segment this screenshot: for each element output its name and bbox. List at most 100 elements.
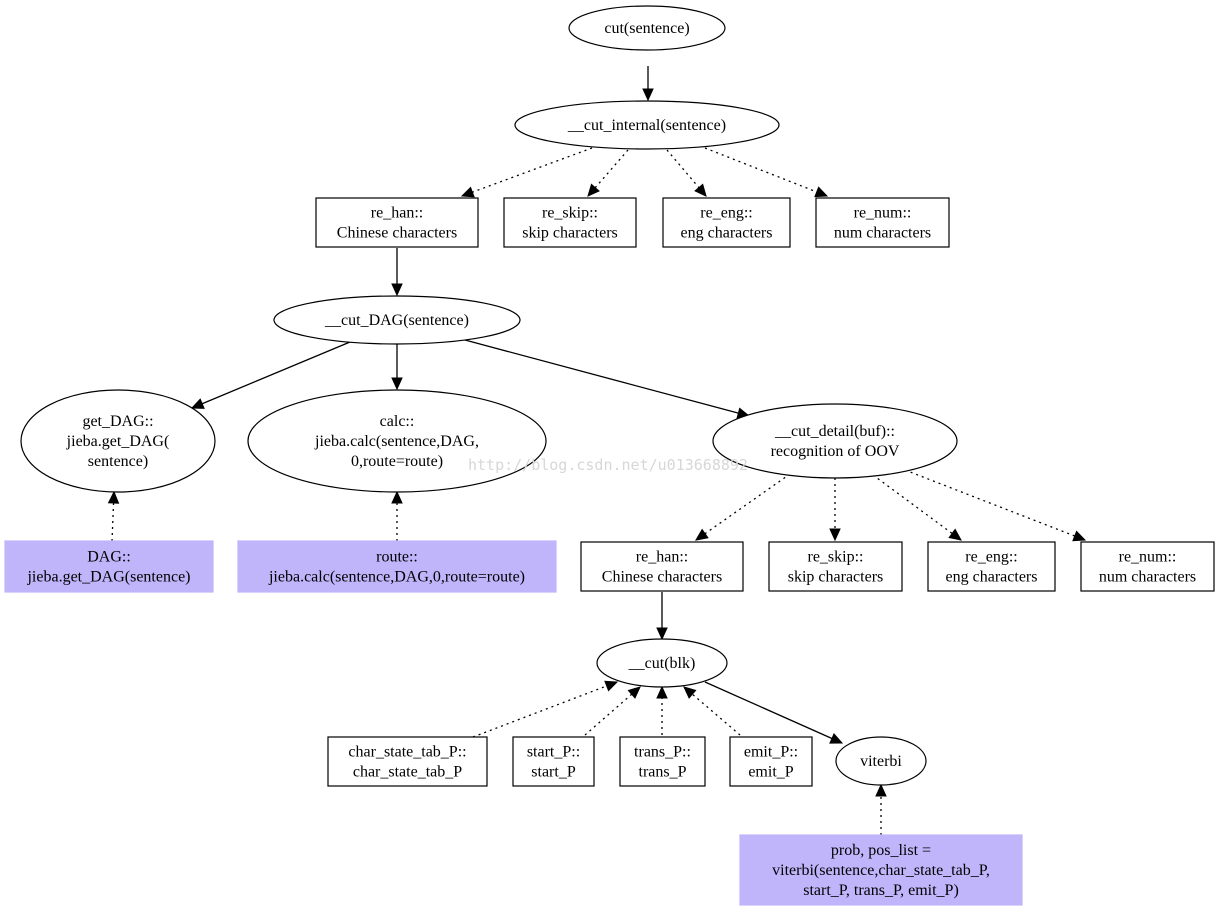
node-label-line: jieba.calc(sentence,DAG,: [314, 433, 479, 450]
node-box: [729, 736, 813, 787]
edge-line: [691, 693, 741, 736]
edge-line: [584, 693, 633, 736]
node-label-line: route::: [376, 549, 418, 566]
arrowhead: [190, 398, 205, 409]
edge-trans_p-to-cut_blk: [656, 685, 668, 735]
node-box: [619, 736, 706, 787]
node-ellipse: [20, 389, 216, 493]
node-label-line: char_state_tab_P: [353, 764, 462, 781]
node-re-eng-1: re_eng::eng characters: [662, 197, 791, 248]
arrowhead: [875, 783, 887, 797]
edge-emit_p-to-cut_blk: [683, 686, 741, 736]
node-label-line: get_DAG::: [82, 413, 153, 430]
edge-cut_detail-to-re_eng_2: [872, 474, 962, 541]
edge-line: [872, 474, 953, 534]
edge-cut_dag-to-calc: [391, 344, 403, 391]
node-label-line: __cut(blk): [628, 655, 696, 672]
node-label-line: eng characters: [681, 225, 773, 242]
node-calc: calc::jieba.calc(sentence,DAG,0,route=ro…: [247, 389, 547, 493]
node-box: [512, 736, 595, 787]
node-cut-detail: __cut_detail(buf)::recognition of OOV: [712, 403, 958, 479]
node-re-num-2: re_num::num characters: [1080, 541, 1215, 592]
node-label-line: trans_P::: [634, 744, 691, 761]
node-label-line: re_han::: [371, 205, 423, 222]
node-label-line: emit_P::: [744, 744, 798, 761]
node-ellipse: [712, 403, 958, 479]
edge-cut_internal-to-re_num_1: [704, 147, 829, 198]
node-box: [503, 197, 637, 248]
edge-line: [111, 502, 115, 542]
edge-line: [666, 149, 700, 189]
arrowhead: [604, 680, 619, 692]
node-label-line: recognition of OOV: [771, 443, 900, 460]
arrowhead: [948, 528, 962, 541]
node-route-data: route::jieba.calc(sentence,DAG,0,route=r…: [237, 540, 557, 593]
node-label-line: jieba.get_DAG(sentence): [26, 569, 190, 586]
node-ellipse: [596, 638, 728, 688]
edge-cut_dag-to-get_dag: [190, 341, 351, 409]
node-label-line: trans_P: [639, 764, 687, 781]
node-re-eng-2: re_eng::eng characters: [927, 541, 1056, 592]
node-label-line: Chinese characters: [602, 569, 722, 586]
node-label-line: skip characters: [788, 569, 884, 586]
edge-cut_detail-to-re_skip_2: [829, 478, 841, 542]
node-cut: cut(sentence): [568, 5, 726, 51]
edge-dag_data-to-get_dag: [107, 490, 120, 542]
arrowhead: [627, 686, 641, 699]
edges-layer: [107, 66, 1087, 835]
node-re-han-2: re_han::Chinese characters: [580, 541, 744, 592]
node-ellipse: [568, 5, 726, 51]
node-label-line: re_han::: [636, 549, 688, 566]
node-re-han-1: re_han::Chinese characters: [315, 197, 479, 248]
edge-line: [704, 147, 818, 193]
node-label-line: re_skip::: [808, 549, 864, 566]
arrowhead: [656, 685, 668, 699]
edge-viterbi_data-to-viterbi: [875, 783, 887, 835]
edge-line: [904, 469, 1075, 537]
node-label-line: viterbi(sentence,char_state_tab_P,: [772, 862, 990, 879]
data-box: [739, 834, 1023, 906]
node-box: [815, 197, 950, 248]
edge-line: [704, 473, 791, 535]
arrowhead: [391, 283, 403, 297]
arrowhead: [829, 733, 844, 744]
node-label-line: jieba.get_DAG(: [66, 433, 170, 450]
node-trans-p: trans_P::trans_P: [619, 736, 706, 787]
node-label-line: num characters: [1099, 569, 1196, 586]
node-label-line: skip characters: [522, 225, 618, 242]
edge-line: [201, 341, 351, 405]
node-re-num-1: re_num::num characters: [815, 197, 950, 248]
node-box: [768, 541, 903, 592]
arrowhead: [107, 490, 120, 504]
edge-re_han_2-to-cut_blk: [656, 592, 668, 641]
edge-line: [464, 339, 739, 414]
node-box: [927, 541, 1056, 592]
node-label-line: prob, pos_list =: [831, 842, 931, 859]
node-cut-dag: __cut_DAG(sentence): [273, 295, 521, 345]
node-box: [315, 197, 479, 248]
data-box: [4, 540, 214, 593]
node-label-line: 0,route=route): [351, 453, 443, 470]
arrowhead: [391, 377, 403, 391]
arrowhead: [587, 183, 600, 197]
node-cut-blk: __cut(blk): [596, 638, 728, 688]
edge-cut_blk-to-viterbi: [704, 681, 844, 744]
node-label-line: re_skip::: [542, 205, 598, 222]
node-label-line: viterbi: [860, 753, 902, 770]
arrowhead: [460, 186, 475, 198]
node-label-line: __cut_detail(buf)::: [774, 423, 895, 440]
node-viterbi: viterbi: [835, 736, 927, 786]
node-label-line: emit_P: [748, 764, 793, 781]
node-label-line: eng characters: [946, 569, 1038, 586]
node-box: [1080, 541, 1215, 592]
arrowhead: [814, 186, 829, 198]
node-viterbi-data: prob, pos_list = viterbi(sentence,char_st…: [739, 834, 1023, 906]
node-label-line: DAG::: [87, 549, 131, 566]
arrowhead: [695, 528, 709, 541]
node-label-line: re_num::: [854, 205, 912, 222]
edge-cut-to-cut_internal: [642, 66, 654, 102]
edge-route_data-to-calc: [391, 490, 403, 541]
arrowhead: [642, 88, 654, 102]
edge-line: [594, 149, 629, 189]
